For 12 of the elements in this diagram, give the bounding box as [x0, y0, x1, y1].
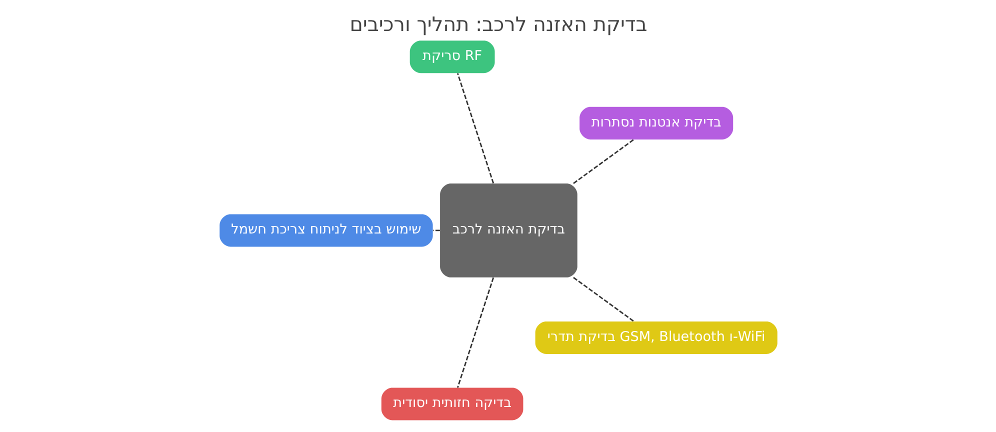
- node-box: בדיקת האזנה לרכב: [440, 183, 577, 278]
- connector: [456, 73, 494, 184]
- connector: [432, 230, 440, 232]
- node-box: בדיקת תדרי GSM, Bluetooth ו-WiFi: [534, 321, 777, 354]
- diagram-title: בדיקת האזנה לרכב: תהליך ורכיבים: [349, 13, 647, 36]
- connector: [572, 139, 634, 184]
- node-box: בדיקת אנטנות נסתרות: [579, 106, 733, 140]
- connector: [572, 276, 634, 322]
- node-box: סריקת RF: [409, 40, 494, 74]
- connector: [456, 277, 494, 388]
- node-box: בדיקה חזותית יסודית: [380, 388, 523, 420]
- node-box: שימוש בציוד לניתוח צריכת חשמל: [219, 214, 432, 247]
